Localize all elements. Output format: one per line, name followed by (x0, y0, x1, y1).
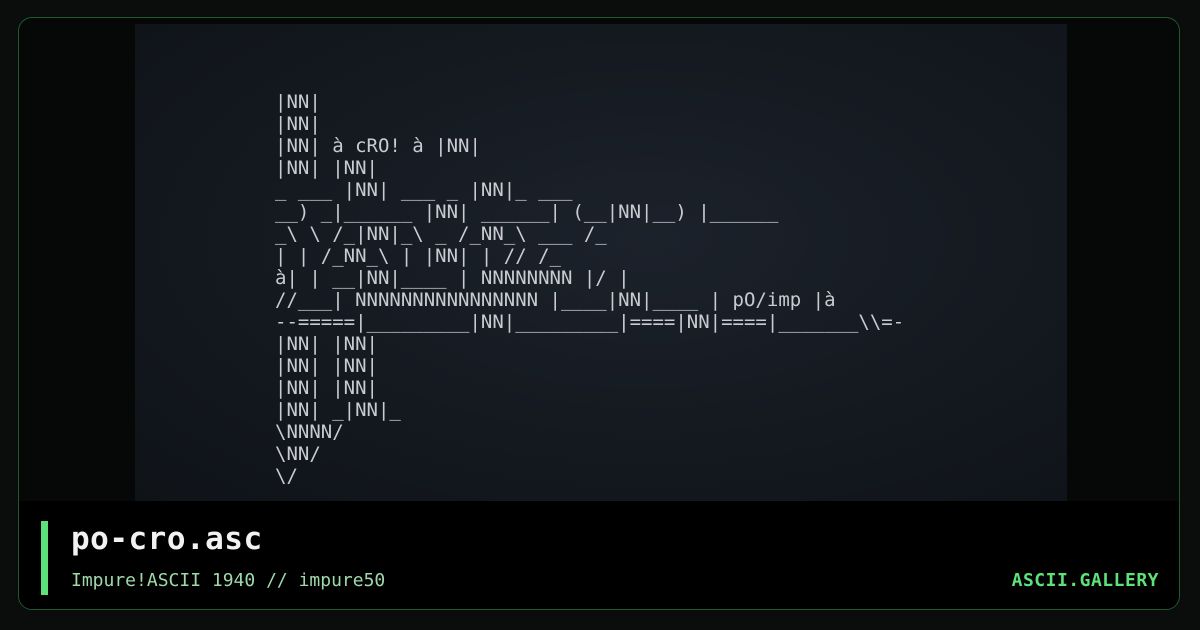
accent-bar (41, 521, 48, 595)
ascii-art-line: |NN| |NN| (275, 377, 378, 399)
site-brand[interactable]: ASCII.GALLERY (1011, 570, 1159, 591)
ascii-art-line: \NNNN/ (275, 421, 344, 443)
ascii-art-line: \/ (275, 465, 298, 487)
ascii-art-line: |NN| |NN| (275, 355, 378, 377)
ascii-art-line: |NN| (275, 91, 321, 113)
ascii-art-line: |NN| _|NN|_ (275, 399, 401, 421)
ascii-art-preview: |NN| |NN| |NN| à cRO! à |NN| |NN| |NN| _… (135, 24, 1067, 501)
card-footer: po-cro.asc Impure!ASCII 1940 // impure50… (19, 501, 1179, 609)
ascii-art-line: |NN| |NN| (275, 157, 378, 179)
ascii-art-line: //___| NNNNNNNNNNNNNNNN |____|NN|____ | … (275, 289, 836, 311)
ascii-art-line: |NN| |NN| (275, 333, 378, 355)
ascii-art-canvas: |NN| |NN| |NN| à cRO! à |NN| |NN| |NN| _… (275, 91, 904, 487)
file-title: po-cro.asc (71, 521, 263, 557)
card-frame: |NN| |NN| |NN| à cRO! à |NN| |NN| |NN| _… (18, 17, 1180, 610)
ascii-art-line: à| | __|NN|____ | NNNNNNNN |/ | (275, 267, 630, 289)
ascii-art-line: | | /_NN_\ | |NN| | // /_ (275, 245, 562, 267)
ascii-art-line: |NN| à cRO! à |NN| (275, 135, 481, 157)
ascii-art-line: |NN| (275, 113, 321, 135)
ascii-art-line: __) _|______ |NN| ______| (__|NN|__) |__… (275, 201, 779, 223)
file-subtitle: Impure!ASCII 1940 // impure50 (71, 570, 386, 591)
ascii-art-line: --=====|_________|NN|_________|====|NN|=… (275, 311, 904, 333)
ascii-art-line: _\ \ /_|NN|_\ _ /_NN_\ ___ /_ (275, 223, 607, 245)
ascii-art-line: _ ___ |NN| ___ _ |NN|_ ___ (275, 179, 573, 201)
ascii-art-line: \NN/ (275, 443, 321, 465)
